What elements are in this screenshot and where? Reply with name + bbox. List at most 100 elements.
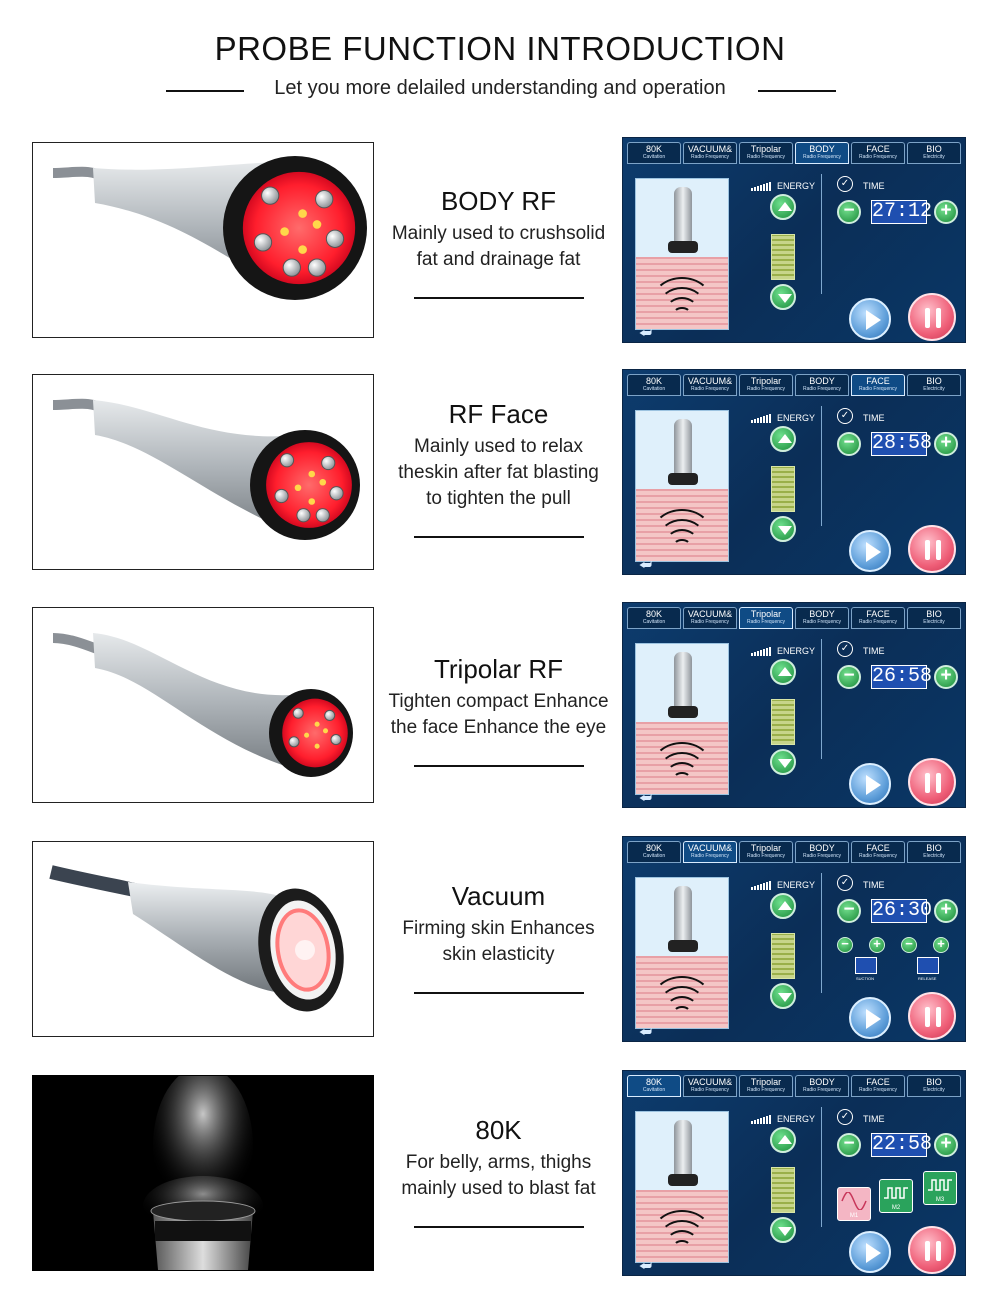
pause-button[interactable]: [908, 992, 956, 1040]
tab-vacuum[interactable]: VACUUM&Radio Frequency: [683, 841, 737, 863]
energy-up-button[interactable]: [770, 893, 796, 919]
play-button[interactable]: [849, 763, 891, 805]
arrow-up-icon: [778, 202, 792, 211]
time-plus-button[interactable]: +: [934, 899, 958, 923]
tab-vacuum[interactable]: VACUUM&Radio Frequency: [683, 374, 737, 396]
pause-button[interactable]: [908, 293, 956, 341]
mode-m3-button[interactable]: M3: [923, 1171, 957, 1205]
back-arrow-icon[interactable]: ⮨: [639, 1023, 653, 1039]
pause-button[interactable]: [908, 525, 956, 573]
time-plus-button[interactable]: +: [934, 1133, 958, 1157]
probe-photo: [32, 841, 374, 1037]
energy-down-button[interactable]: [770, 749, 796, 775]
suction-box[interactable]: [855, 957, 877, 974]
energy-meter: [771, 1167, 795, 1213]
tab-label: FACE: [866, 376, 890, 386]
pause-button[interactable]: [908, 1226, 956, 1274]
mode-m1-button[interactable]: M1: [837, 1187, 871, 1221]
pause-button[interactable]: [908, 758, 956, 806]
arrow-down-icon: [778, 294, 792, 303]
probe-preview-panel: [635, 1111, 729, 1263]
time-plus-button[interactable]: +: [934, 200, 958, 224]
suction-plus-button[interactable]: +: [869, 937, 885, 953]
tab-vacuum[interactable]: VACUUM&Radio Frequency: [683, 607, 737, 629]
tab-sublabel: Cavitation: [642, 154, 666, 160]
panel-divider: [821, 174, 822, 294]
release-box[interactable]: [917, 957, 939, 974]
time-display: 28:58: [871, 432, 933, 456]
signal-bars-icon: [751, 1114, 773, 1124]
time-plus-button[interactable]: +: [934, 432, 958, 456]
play-button[interactable]: [849, 298, 891, 340]
play-button[interactable]: [849, 997, 891, 1039]
time-plus-button[interactable]: +: [934, 665, 958, 689]
energy-down-button[interactable]: [770, 516, 796, 542]
release-plus-button[interactable]: +: [933, 937, 949, 953]
sine-wave-icon: [841, 1192, 867, 1210]
energy-up-button[interactable]: [770, 659, 796, 685]
mode-m2-button[interactable]: M2: [879, 1179, 913, 1213]
time-minus-button[interactable]: −: [837, 665, 861, 689]
play-button[interactable]: [849, 530, 891, 572]
back-arrow-icon[interactable]: ⮨: [639, 324, 653, 340]
time-label: TIME: [863, 181, 885, 191]
arrow-down-icon: [778, 526, 792, 535]
energy-up-button[interactable]: [770, 194, 796, 220]
time-label: TIME: [863, 646, 885, 656]
suction-minus-button[interactable]: −: [837, 937, 853, 953]
energy-down-button[interactable]: [770, 1217, 796, 1243]
time-minus-button[interactable]: −: [837, 200, 861, 224]
back-arrow-icon[interactable]: ⮨: [639, 1257, 653, 1273]
energy-label: ENERGY: [777, 413, 816, 423]
energy-down-button[interactable]: [770, 284, 796, 310]
time-minus-button[interactable]: −: [837, 899, 861, 923]
release-label: RELEASE: [918, 976, 937, 981]
play-icon: [866, 310, 881, 330]
probe-illustration: [674, 1120, 692, 1182]
time-label: TIME: [863, 880, 885, 890]
release-minus-button[interactable]: −: [901, 937, 917, 953]
tab-label: FACE: [866, 144, 890, 154]
tab-label: BIO: [926, 609, 942, 619]
tab-vacuum[interactable]: VACUUM&Radio Frequency: [683, 1075, 737, 1097]
back-arrow-icon[interactable]: ⮨: [639, 789, 653, 805]
tab-label: BODY: [809, 376, 835, 386]
energy-up-button[interactable]: [770, 426, 796, 452]
play-button[interactable]: [849, 1231, 891, 1273]
tab-sublabel: Electricity: [923, 386, 945, 392]
arrow-up-icon: [778, 667, 792, 676]
energy-down-button[interactable]: [770, 983, 796, 1009]
tab-label: 80K: [645, 1077, 662, 1087]
tab-vacuum[interactable]: VACUUM&Radio Frequency: [683, 142, 737, 164]
back-arrow-icon[interactable]: ⮨: [639, 556, 653, 572]
time-minus-button[interactable]: −: [837, 1133, 861, 1157]
arrow-down-icon: [778, 993, 792, 1002]
energy-up-button[interactable]: [770, 1127, 796, 1153]
time-minus-button[interactable]: −: [837, 432, 861, 456]
